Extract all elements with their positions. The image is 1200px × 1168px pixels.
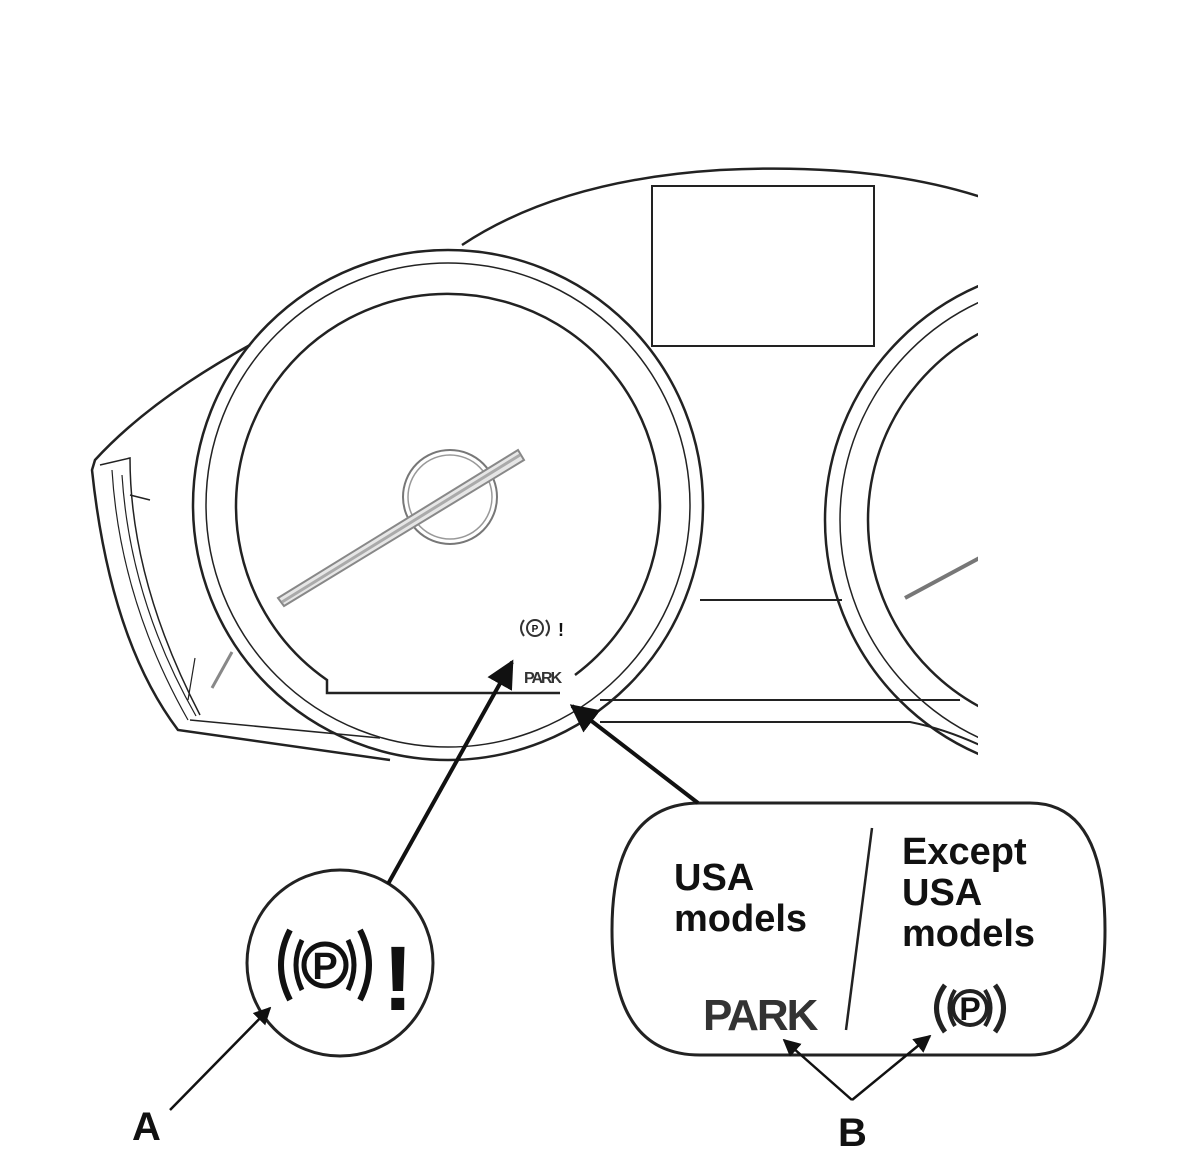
cluster-housing xyxy=(90,167,978,762)
usa-label-line1: USA xyxy=(674,857,754,899)
inset-park-text: PARK xyxy=(703,991,819,1040)
inset-brake-icon: P xyxy=(934,983,1006,1034)
callout-a-icon-circle: P ! xyxy=(245,868,435,1058)
except-label-line2: USA xyxy=(902,872,982,914)
inset-divider xyxy=(844,827,874,1031)
needle-hub-inner xyxy=(407,454,493,540)
needle-hub-outer xyxy=(402,449,498,545)
gauge-park-text: PARK xyxy=(524,670,563,687)
right-gauge-outer-ring xyxy=(823,284,978,756)
arrow-inset-to-gauge xyxy=(569,704,700,805)
needle-center-stripe xyxy=(281,453,521,604)
brake-icon-right-arc xyxy=(345,938,357,992)
arrow-brake-icon-to-gauge xyxy=(386,659,514,885)
hood-bottom-inner xyxy=(189,719,381,739)
housing-left-hood xyxy=(90,343,391,762)
trim-line-lower xyxy=(600,721,978,746)
hood-tab xyxy=(129,494,151,501)
callout-b-inset: USA models Except USA models PARK P xyxy=(610,801,1107,1057)
housing-top-arc xyxy=(461,167,978,247)
brake-icon-left-arc-outer xyxy=(278,928,293,1002)
gauge-outer-ring xyxy=(191,248,705,762)
callout-letter-a: A xyxy=(132,1105,161,1149)
brake-icon-circle xyxy=(301,941,349,989)
right-gauge-inner-ring xyxy=(866,332,978,708)
gauge-brake-exclaim: ! xyxy=(558,620,564,640)
inset-brake-p-letter: P xyxy=(959,991,980,1027)
gauge-brake-indicator-icon: P ! xyxy=(520,619,564,640)
hood-notch xyxy=(187,657,196,701)
center-display-frame xyxy=(651,185,875,347)
brake-icon-p-letter: P xyxy=(312,946,337,988)
needle-tail-mark xyxy=(210,651,234,689)
arrow-b-to-park xyxy=(782,1038,853,1101)
hood-inner-line-2 xyxy=(111,469,189,721)
leader-arrows xyxy=(169,659,932,1111)
arrow-b-to-brake-icon xyxy=(851,1034,932,1101)
callout-letter-b: B xyxy=(838,1111,867,1155)
right-gauge-mid-ring xyxy=(839,302,978,738)
arrow-a-pointer xyxy=(169,1006,272,1111)
gauge-bezel-ring xyxy=(205,262,691,748)
brake-icon-left-arc xyxy=(293,938,305,992)
right-gauge-needle xyxy=(904,556,978,600)
hood-inner-line-3 xyxy=(121,474,197,717)
gauge-face-outline-right xyxy=(574,504,662,677)
usa-label-line2: models xyxy=(674,898,807,940)
callout-a-circle xyxy=(245,868,435,1058)
hood-inner-line xyxy=(99,457,201,716)
except-label-line3: models xyxy=(902,913,1035,955)
gauge-face-outline xyxy=(234,292,662,695)
gauge-brake-p-letter: P xyxy=(532,624,539,635)
except-label-line1: Except xyxy=(902,831,1027,873)
brake-icon-right-arc-outer xyxy=(357,928,372,1002)
brake-icon-exclaim: ! xyxy=(383,928,414,1030)
main-gauge xyxy=(191,248,705,762)
